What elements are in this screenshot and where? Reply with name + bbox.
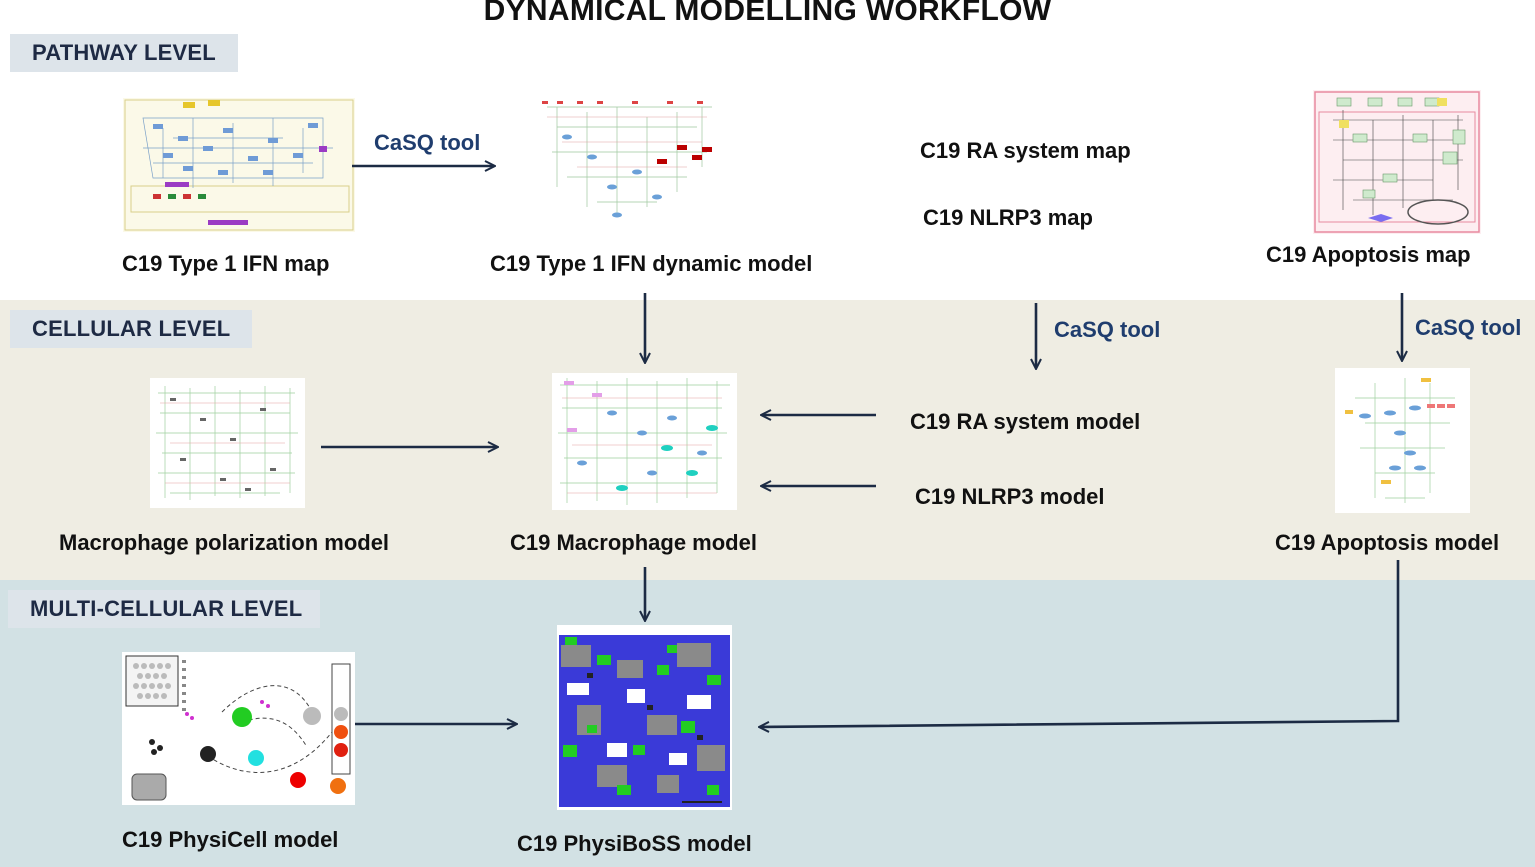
nlrp3-model-label: C19 NLRP3 model [915,484,1105,509]
ifn-map-thumbnail [123,98,355,232]
physicell-thumbnail [122,652,355,805]
page-title: DYNAMICAL MODELLING WORKFLOW [483,0,1052,27]
casq-tool-label-ra-nlrp3: CaSQ tool [1054,317,1161,342]
macrophage-polarization-label: Macrophage polarization model [59,530,390,555]
macrophage-label: C19 Macrophage model [510,530,757,555]
apoptosis-map-label: C19 Apoptosis map [1266,242,1471,267]
physiboss-thumbnail [557,625,732,810]
ra-model-label: C19 RA system model [910,409,1141,434]
casq-tool-label-apoptosis: CaSQ tool [1415,315,1522,340]
physiboss-label: C19 PhysiBoSS model [517,831,752,856]
ifn-dynamic-label: C19 Type 1 IFN dynamic model [490,251,813,276]
arrow-apoptosis-model-to-physiboss [760,560,1400,727]
macrophage-polarization-thumbnail [150,378,305,508]
physicell-label: C19 PhysiCell model [122,827,339,852]
apoptosis-map-thumbnail [1313,90,1481,234]
casq-tool-label-ifn: CaSQ tool [374,130,481,155]
macrophage-thumbnail [552,373,737,510]
nlrp3-map-label: C19 NLRP3 map [923,205,1093,230]
apoptosis-model-thumbnail [1335,368,1470,513]
ra-map-label: C19 RA system map [920,138,1131,163]
cellular-level-tag: CELLULAR LEVEL [10,310,253,348]
ifn-map-label: C19 Type 1 IFN map [122,251,330,276]
pathway-level-tag: PATHWAY LEVEL [10,34,238,72]
multicellular-level-tag: MULTI-CELLULAR LEVEL [8,590,321,628]
ifn-dynamic-thumbnail [537,97,722,225]
apoptosis-model-label: C19 Apoptosis model [1275,530,1500,555]
